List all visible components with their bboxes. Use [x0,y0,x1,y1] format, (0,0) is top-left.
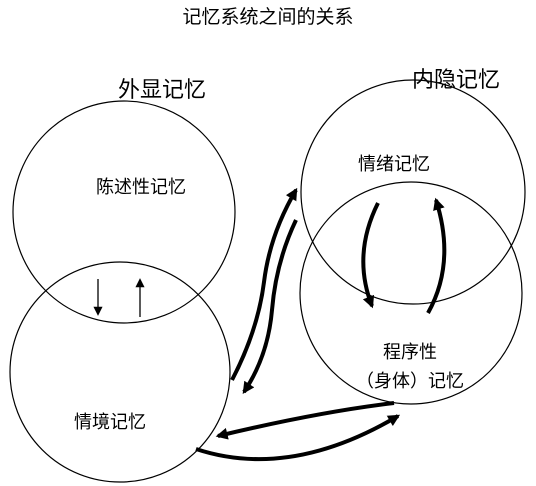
procedural-memory-label-line2: （身体）记忆 [356,371,464,392]
arrow-episodic-to-emotional [230,187,298,381]
arrow-emotional-to-procedural [361,202,380,309]
emotional-memory-circle [300,79,526,305]
procedural-memory-label: 程序性 （身体）记忆 [330,338,490,396]
episodic-memory-label: 情境记忆 [74,412,146,433]
arrow-emotional-to-episodic [242,219,298,394]
implicit-memory-label: 内隐记忆 [412,68,501,93]
procedural-memory-label-line1: 程序性 [383,342,437,363]
diagram-title: 记忆系统之间的关系 [182,6,354,28]
procedural-memory-circle [299,181,523,405]
declarative-memory-label: 陈述性记忆 [96,177,186,198]
emotional-memory-label: 情绪记忆 [358,154,430,175]
declarative-memory-circle [12,100,236,324]
arrow-procedural-to-episodic [215,401,395,440]
episodic-memory-circle [9,261,231,483]
arrow-episodic-to-procedural [195,414,401,462]
arrow-procedural-to-emotional [426,197,447,314]
explicit-memory-label: 外显记忆 [118,78,207,103]
